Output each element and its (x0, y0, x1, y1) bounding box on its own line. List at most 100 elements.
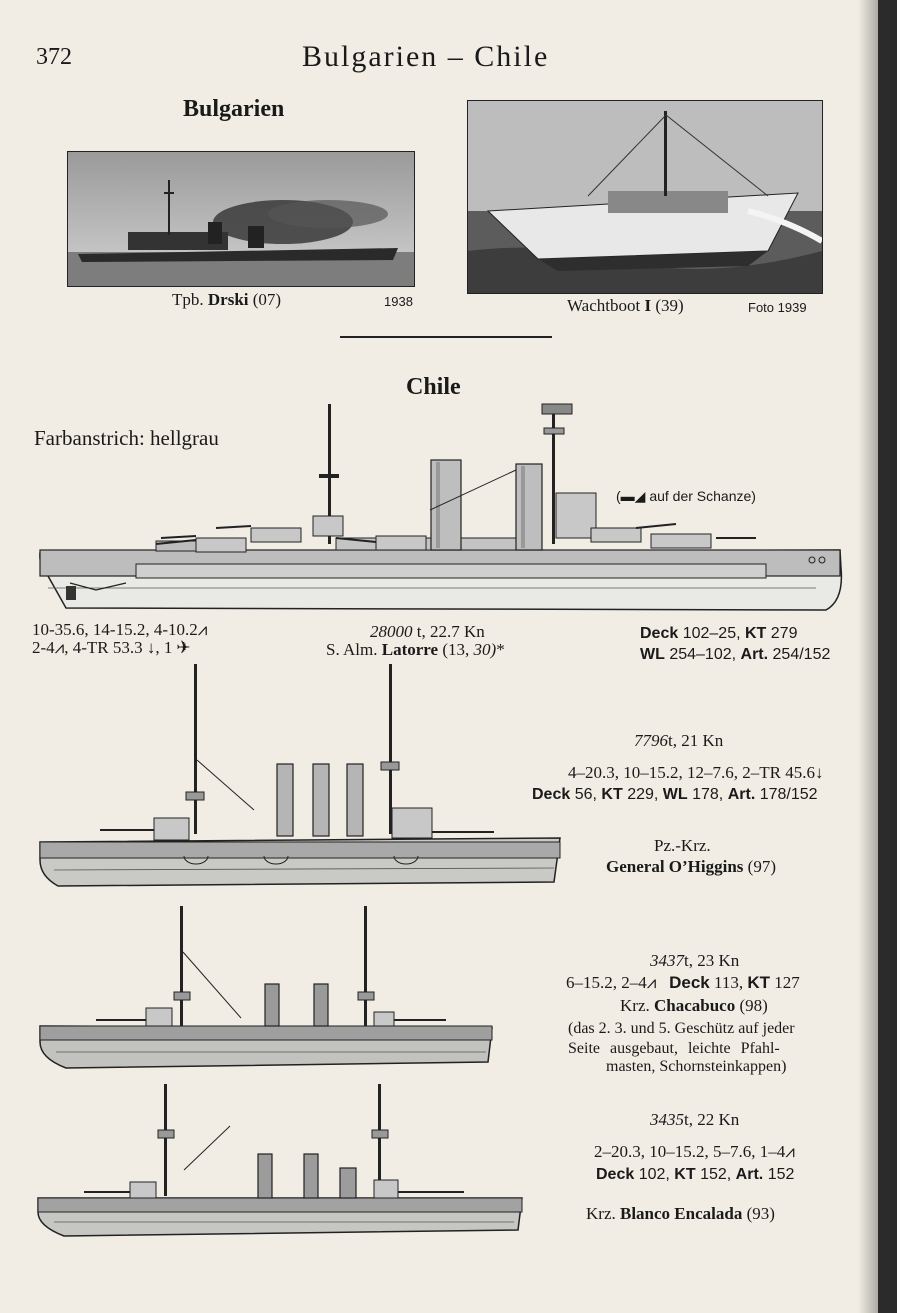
ohiggins-speed: t, 21 Kn (668, 731, 724, 750)
caption-drski-type: Tpb. (172, 290, 204, 309)
caption-wachtboot-year: (39) (655, 296, 684, 315)
latorre-armor-line2: WL 254–102, Art. 254/152 (640, 646, 830, 664)
blanco-displacement: 3435t, 22 Kn (650, 1110, 739, 1130)
blanco-displacement-value: 3435 (650, 1110, 684, 1129)
chacabuco-note-line3: masten, Schornsteinkappen) (606, 1058, 787, 1075)
chacabuco-armor-deck-label: Deck (669, 973, 710, 992)
latorre-armament-line1-text: 10-35.6, 14-15.2, 4-10.2 (32, 620, 198, 639)
gun-icon: (▬◢ (616, 488, 646, 504)
caption-wachtboot-name: I (644, 296, 652, 315)
latorre-note-text: auf der Schanze) (649, 488, 756, 504)
chacabuco-armor-deck-value: 113, (713, 973, 744, 992)
blanco-armor-kt-value: 152, (700, 1166, 732, 1183)
latorre-armor-kt-label: KT (745, 625, 767, 642)
ship-drawing-latorre (39, 403, 843, 611)
latorre-armament-line1: 10-35.6, 14-15.2, 4-10.2⩘ (32, 620, 207, 640)
chacabuco-displacement: 3437t, 23 Kn (650, 951, 739, 971)
torpedo-down-arrow-icon: ↓ (146, 638, 156, 657)
latorre-speed: t, 22.7 Kn (416, 622, 485, 641)
latorre-armament-line2-c: , 1 (155, 638, 173, 657)
paint-note: Farbanstrich: hellgrau (34, 426, 219, 450)
chacabuco-note-line2: Seite ausgebaut, leichte Pfahl- (568, 1040, 780, 1057)
section-divider (340, 336, 552, 338)
latorre-years-c: * (496, 640, 505, 659)
ohiggins-armor-wl-label: WL (662, 786, 688, 803)
latorre-armor-deck-value: 102–25, (682, 625, 741, 642)
caption-drski-name: Drski (207, 290, 249, 309)
chacabuco-name: Chacabuco (653, 996, 736, 1015)
chacabuco-type: Krz. (620, 996, 650, 1015)
aa-gun-icon: ⩘ (646, 973, 657, 992)
latorre-armament-line2-b: , 4-TR 53.3 (64, 638, 143, 657)
chacabuco-displacement-value: 3437 (650, 951, 684, 970)
caption-drski-photo-year: 1938 (384, 294, 413, 309)
ohiggins-armament-text: 4–20.3, 10–15.2, 12–7.6, 2–TR 45.6 (568, 763, 815, 782)
photo-wachtboot (467, 100, 823, 294)
ship-drawing-blanco-encalada (37, 1084, 523, 1237)
blanco-year: (93) (746, 1204, 775, 1223)
ohiggins-armor-kt-value: 229, (627, 786, 659, 803)
blanco-armor-kt-label: KT (674, 1166, 696, 1183)
chacabuco-armament: 6–15.2, 2–4⩘ Deck 113, KT 127 (566, 973, 800, 993)
page-header-title: Bulgarien – Chile (302, 40, 550, 73)
blanco-armor-art-value: 152 (767, 1166, 795, 1183)
chacabuco-name-line: Krz. Chacabuco (98) (620, 996, 768, 1016)
latorre-type: S. Alm. (326, 640, 378, 659)
ohiggins-name-line: General O’Higgins (97) (606, 857, 776, 877)
ohiggins-year: (97) (747, 857, 776, 876)
latorre-armor-kt-value: 279 (770, 625, 798, 642)
latorre-armor-wl-label: WL (640, 646, 665, 663)
blanco-armor-deck-value: 102, (638, 1166, 670, 1183)
blanco-armor-deck-label: Deck (596, 1166, 635, 1183)
latorre-armament-line2: 2-4⩘, 4-TR 53.3 ↓, 1 ✈ (32, 638, 190, 658)
ohiggins-displacement-value: 7796 (634, 731, 668, 750)
latorre-name-line: S. Alm. Latorre (13, 30)* (326, 640, 505, 660)
chacabuco-armament-a: 6–15.2, 2–4 (566, 973, 647, 992)
blanco-armor: Deck 102, KT 152, Art. 152 (596, 1166, 794, 1184)
caption-wachtboot: Wachtboot I (39) (567, 296, 684, 316)
page-number: 372 (36, 44, 72, 70)
ohiggins-type: Pz.-Krz. (654, 836, 711, 855)
latorre-armament-line2-a: 2-4 (32, 638, 55, 657)
ohiggins-name: General O’Higgins (606, 857, 744, 876)
blanco-name-line: Krz. Blanco Encalada (93) (586, 1204, 775, 1224)
latorre-armor-deck-label: Deck (640, 625, 679, 642)
aa-gun-icon: ⩘ (785, 1142, 795, 1161)
chacabuco-year: (98) (739, 996, 768, 1015)
ohiggins-armor-wl-value: 178, (692, 786, 724, 803)
section-heading-chile: Chile (406, 374, 461, 400)
latorre-displacement: 28000 t, 22.7 Kn (370, 622, 485, 642)
chacabuco-armor-kt-label: KT (747, 973, 771, 992)
blanco-type: Krz. (586, 1204, 616, 1223)
photo-drski (67, 151, 415, 287)
latorre-displacement-value: 28000 (370, 622, 413, 641)
blanco-speed: t, 22 Kn (684, 1110, 740, 1129)
aircraft-icon: ✈ (176, 638, 191, 657)
blanco-name: Blanco Encalada (619, 1204, 743, 1223)
ohiggins-armor: Deck 56, KT 229, WL 178, Art. 178/152 (532, 786, 818, 804)
ohiggins-armor-kt-label: KT (601, 786, 623, 803)
latorre-name: Latorre (381, 640, 439, 659)
caption-drski: Tpb. Drski (07) (172, 290, 281, 310)
ohiggins-displacement: 7796t, 21 Kn (634, 731, 723, 751)
book-page: 372 Bulgarien – Chile Bulgarien Tpb. Drs… (0, 0, 878, 1313)
latorre-armor-line1: Deck 102–25, KT 279 (640, 625, 797, 643)
torpedo-down-arrow-icon: ↓ (814, 763, 824, 782)
ohiggins-armament: 4–20.3, 10–15.2, 12–7.6, 2–TR 45.6↓ (568, 763, 823, 783)
ohiggins-armor-art-label: Art. (727, 786, 756, 803)
blanco-armament-text: 2–20.3, 10–15.2, 5–7.6, 1–4 (594, 1142, 786, 1161)
ship-drawing-chacabuco (39, 906, 493, 1069)
caption-wachtboot-credit: Foto 1939 (748, 300, 807, 315)
chacabuco-note-line1: (das 2. 3. und 5. Geschütz auf jeder (568, 1020, 795, 1037)
latorre-armor-art-value: 254/152 (772, 646, 831, 663)
caption-wachtboot-prefix: Wachtboot (567, 296, 641, 315)
latorre-armor-wl-value: 254–102, (669, 646, 737, 663)
chacabuco-speed: t, 23 Kn (684, 951, 740, 970)
caption-drski-year: (07) (252, 290, 282, 309)
latorre-years-a: (13, (442, 640, 474, 659)
ohiggins-armor-deck-label: Deck (532, 786, 571, 803)
chacabuco-armor-kt-value: 127 (774, 973, 800, 992)
ohiggins-armor-deck-value: 56, (574, 786, 597, 803)
blanco-armament: 2–20.3, 10–15.2, 5–7.6, 1–4⩘ (594, 1142, 795, 1162)
blanco-armor-art-label: Art. (735, 1166, 764, 1183)
